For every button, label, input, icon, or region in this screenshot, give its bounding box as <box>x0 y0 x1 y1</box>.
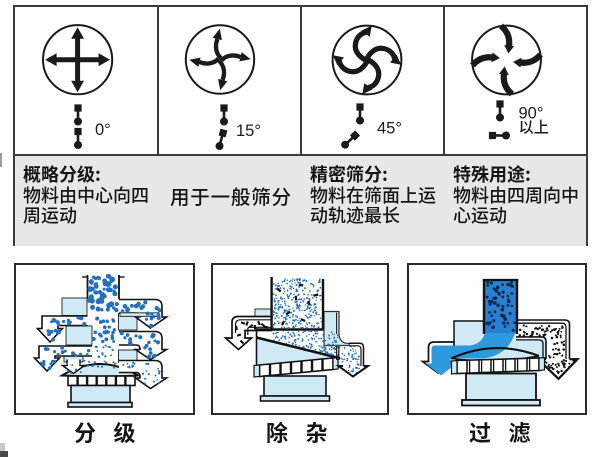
svg-text:0°: 0° <box>95 121 111 139</box>
svg-text:45°: 45° <box>377 120 402 138</box>
svg-text:以上: 以上 <box>519 116 549 138</box>
svg-text:90°: 90° <box>519 105 544 123</box>
svg-text:15°: 15° <box>236 122 261 140</box>
